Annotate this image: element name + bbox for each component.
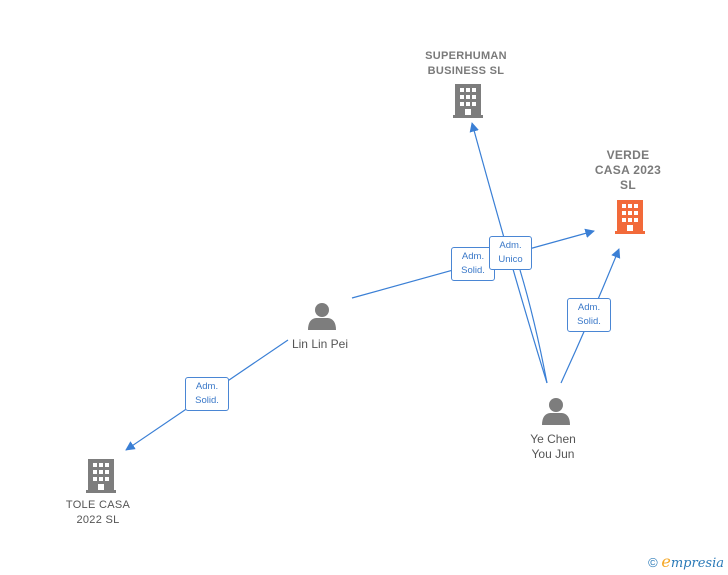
copyright-icon: © [648, 555, 658, 570]
node-verde-label[interactable]: VERDE CASA 2023 SL [578, 148, 678, 193]
node-label-line: Lin Lin Pei [291, 337, 349, 351]
person-icon [308, 303, 336, 330]
brand-name: empresia [661, 552, 724, 571]
edge-label-line: Solid. [195, 395, 219, 406]
edge-label-lin-tole[interactable]: Adm. Solid. [185, 377, 229, 411]
edge-label-line: Adm. [195, 381, 219, 392]
node-label-line: You Jun [531, 447, 575, 461]
node-label-line: 2022 SL [76, 514, 120, 526]
node-label-line: SUPERHUMAN [425, 50, 507, 62]
edge-label-line: Adm. [499, 240, 522, 251]
edge-label-line: Adm. [577, 302, 601, 313]
edge-label-line: Adm. [461, 251, 485, 262]
node-label-line: CASA 2023 [594, 163, 662, 177]
empresia-logo: © empresia [648, 552, 724, 571]
edge-label-line: Solid. [461, 265, 485, 276]
node-label-line: Ye Chen [530, 432, 576, 446]
node-label-line: BUSINESS SL [427, 65, 505, 77]
node-linlin-label[interactable]: Lin Lin Pei [270, 337, 370, 352]
node-superhuman-label[interactable]: SUPERHUMAN BUSINESS SL [406, 49, 526, 79]
node-yechen-label[interactable]: Ye Chen You Jun [503, 432, 603, 462]
building-icon [615, 200, 645, 234]
building-icon [453, 84, 483, 118]
person-icon [542, 398, 570, 425]
node-label-line: TOLE CASA [65, 499, 131, 511]
node-tole-label[interactable]: TOLE CASA 2022 SL [48, 498, 148, 528]
node-label-line: SL [620, 178, 636, 192]
edge-label-line: Solid. [577, 316, 601, 327]
edge-label-ye-superhuman[interactable]: Adm. Unico [489, 236, 532, 270]
edge-ye-to-superhuman-lower [519, 269, 548, 384]
edge-label-ye-verde[interactable]: Adm. Solid. [567, 298, 611, 332]
node-label-line: VERDE [606, 148, 650, 162]
building-icon [86, 459, 116, 493]
edge-label-line: Unico [498, 254, 523, 265]
